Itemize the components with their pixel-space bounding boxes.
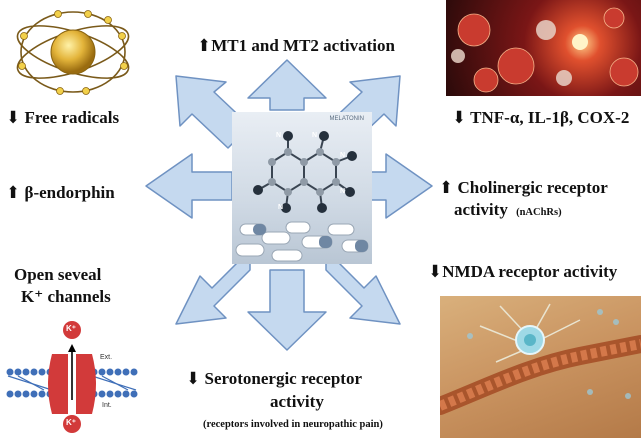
cholinergic-label-line1: ⬆ Cholinergic receptor xyxy=(439,178,608,197)
melatonin-image: MELATONIN N N N N N xyxy=(232,112,372,264)
potassium-channel-diagram: K⁺ K⁺ Ext. Int. xyxy=(4,310,140,438)
mt-activation-label: ⬆MT1 and MT2 activation xyxy=(197,36,395,55)
atom-label: N xyxy=(340,152,346,159)
arrow-down xyxy=(247,269,327,351)
nmda-label: ⬇NMDA receptor activity xyxy=(428,262,618,281)
inflammation-image xyxy=(446,0,641,96)
arrow-up xyxy=(247,59,327,111)
ext-label: Ext. xyxy=(100,354,113,361)
cholinergic-label-line2: activity (nAChRs) xyxy=(454,200,562,220)
cholinergic-note: (nAChRs) xyxy=(516,207,562,218)
arrow-down-left xyxy=(175,249,251,325)
k-channels-label-line2: K⁺ channels xyxy=(21,287,111,306)
serotonergic-label-line2: activity xyxy=(270,392,324,411)
free-radicals-label: ⬇ Free radicals xyxy=(6,108,120,127)
arrow-down-right xyxy=(325,249,401,325)
atom-label: N xyxy=(312,132,318,139)
melatonin-caption: MELATONIN xyxy=(329,116,364,122)
endorphin-label: ⬆ β-endorphin xyxy=(6,183,115,202)
k-channels-label-line1: Open seveal xyxy=(14,265,102,284)
int-label: Int. xyxy=(102,402,112,409)
ion-bottom-label: K⁺ xyxy=(66,418,76,427)
serotonergic-label-line1: ⬇ Serotonergic receptor xyxy=(186,369,362,388)
molecule-graphic xyxy=(235,131,369,262)
serotonergic-note: (receptors involved in neuropathic pain) xyxy=(203,419,383,430)
ion-top-label: K⁺ xyxy=(66,324,76,333)
atom-label: N xyxy=(340,188,346,195)
cholinergic-activity-text: activity xyxy=(454,200,508,219)
cytokines-label: ⬇ TNF-α, IL-1β, COX-2 xyxy=(452,108,630,127)
neuron-image xyxy=(440,296,641,438)
atom-label: N xyxy=(278,204,284,211)
arrow-left xyxy=(145,153,233,219)
atom-illustration xyxy=(4,2,142,98)
arrow-up-left xyxy=(175,75,251,149)
atom-label: N xyxy=(276,132,282,139)
